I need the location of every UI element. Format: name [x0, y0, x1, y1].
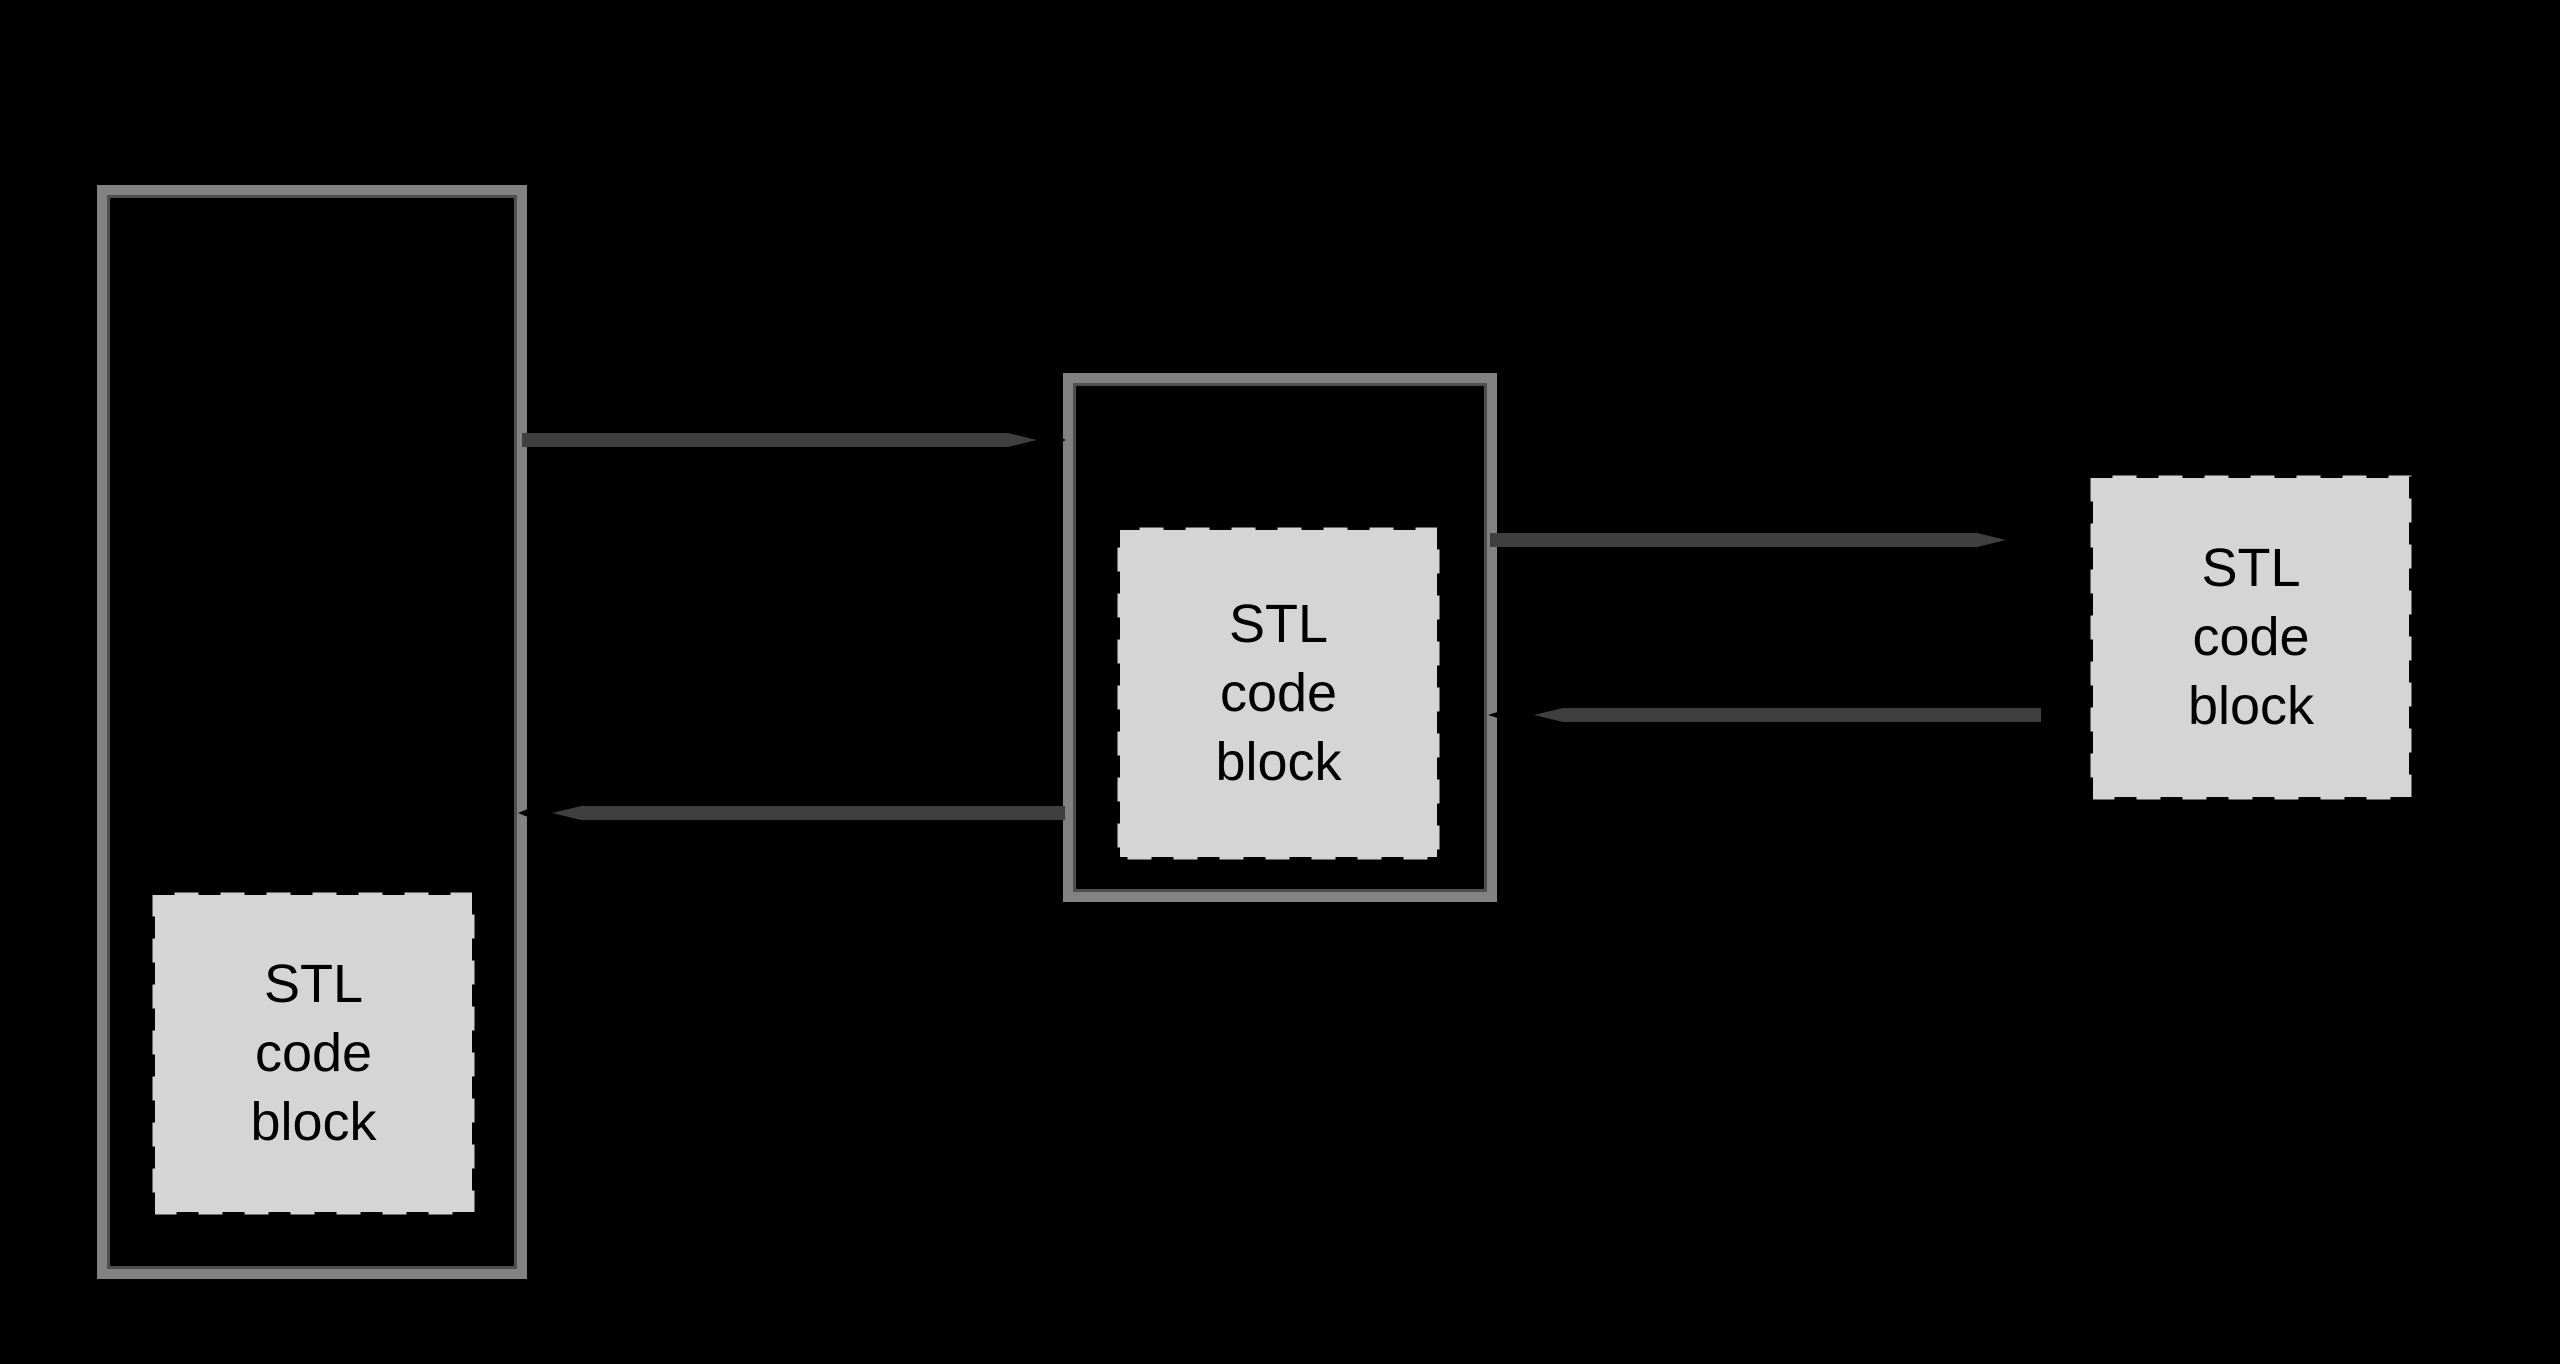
- outer-box-left: [97, 185, 527, 1279]
- outer-box-middle: [1063, 373, 1497, 902]
- stl-code-block-right: STL code block: [2088, 473, 2414, 802]
- arrow-middle-to-left: [518, 799, 1065, 827]
- arrow-head: [2007, 526, 2043, 554]
- arrow-shaft: [552, 806, 1065, 820]
- stl-block-label-right: STL code block: [2187, 538, 2315, 736]
- arrow-shaft: [522, 433, 1037, 447]
- arrow-shaft: [1490, 533, 2006, 547]
- arrow-head: [1030, 424, 1066, 456]
- arrow-middle-to-right: [1490, 526, 2043, 554]
- stl-block-label-left: STL code block: [250, 954, 377, 1152]
- stl-block-label-middle: STL code block: [1215, 594, 1342, 792]
- arrow-left-to-middle: [522, 424, 1066, 456]
- arrow-shaft: [1534, 708, 2041, 722]
- arrow-head: [518, 799, 553, 827]
- dashed-border: [1115, 525, 1442, 862]
- stl-code-block-left: STL code block: [150, 890, 477, 1217]
- dashed-border: [150, 890, 477, 1217]
- dashed-border: [2088, 473, 2414, 802]
- stl-code-block-middle: STL code block: [1115, 525, 1442, 862]
- arrow-head: [1488, 701, 1532, 729]
- arrow-right-to-middle: [1488, 701, 2041, 729]
